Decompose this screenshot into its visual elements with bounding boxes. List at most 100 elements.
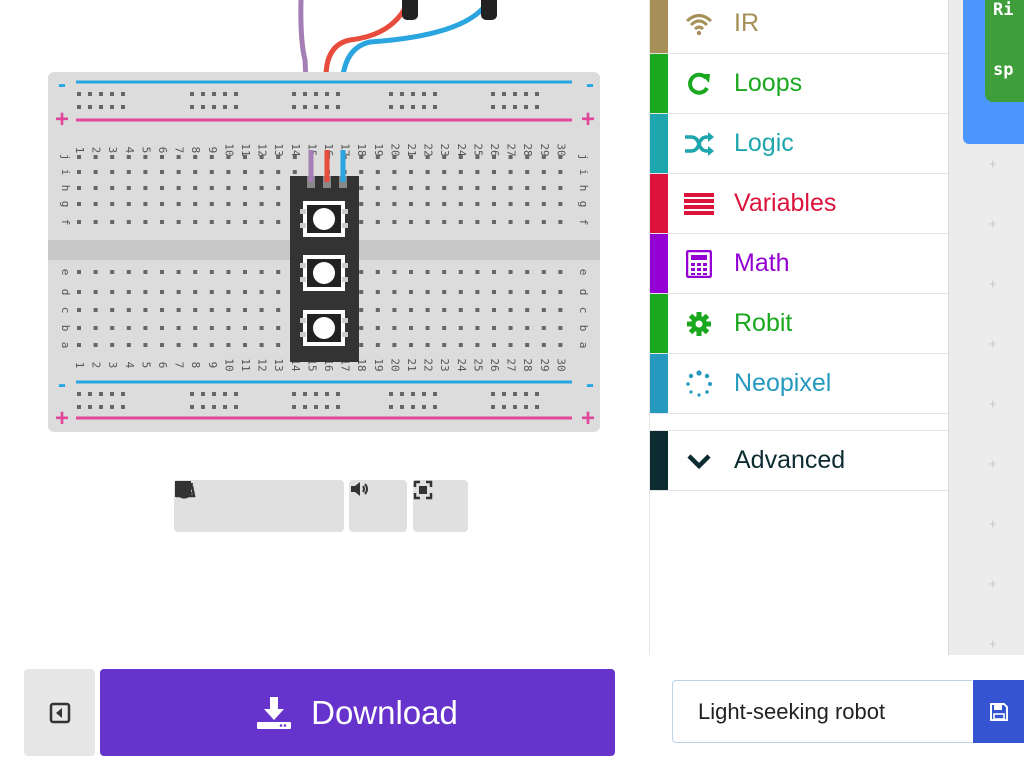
breadboard-hole bbox=[442, 290, 447, 294]
column-number-label: 9 bbox=[206, 147, 219, 154]
column-number-label: 19 bbox=[372, 358, 385, 371]
breadboard-hole bbox=[143, 343, 148, 347]
rail-hole bbox=[502, 405, 506, 409]
rail-hole bbox=[190, 392, 194, 396]
code-block-inner[interactable]: Ri sp bbox=[985, 0, 1024, 102]
rail-hole bbox=[121, 405, 125, 409]
breadboard-hole bbox=[442, 220, 447, 224]
slow-motion-icon[interactable] bbox=[175, 482, 336, 526]
shuffle-icon bbox=[682, 129, 716, 159]
rail-hole bbox=[110, 405, 114, 409]
category-robit[interactable]: Robit bbox=[650, 294, 949, 354]
block-toolbox: IR Loops Logic Variables Math Robit bbox=[649, 0, 949, 655]
row-letter-label: i bbox=[59, 169, 72, 176]
wire-connector bbox=[402, 0, 418, 20]
rail-hole bbox=[524, 92, 528, 96]
chevron-down-icon bbox=[682, 446, 716, 476]
category-label: IR bbox=[734, 9, 759, 37]
breadboard-hole bbox=[160, 202, 164, 206]
breadboard-hole bbox=[375, 308, 380, 312]
breadboard-hole bbox=[359, 270, 364, 274]
rail-hole bbox=[502, 392, 506, 396]
breadboard-hole bbox=[276, 202, 281, 206]
breadboard-hole bbox=[458, 326, 463, 330]
simulator-controls-group bbox=[174, 480, 344, 532]
restart-icon[interactable] bbox=[175, 481, 279, 526]
breadboard-hole bbox=[425, 170, 430, 174]
category-advanced[interactable]: Advanced bbox=[650, 430, 949, 491]
breadboard-hole bbox=[93, 170, 98, 174]
breadboard-hole bbox=[375, 155, 380, 159]
column-number-label: 23 bbox=[438, 358, 451, 371]
column-number-label: 29 bbox=[538, 358, 551, 371]
breadboard-hole bbox=[243, 270, 247, 274]
category-color-bar bbox=[650, 174, 668, 233]
project-name-input[interactable] bbox=[672, 680, 972, 743]
breadboard-hole bbox=[126, 170, 131, 174]
breadboard-hole bbox=[558, 202, 563, 206]
column-number-label: 24 bbox=[455, 358, 468, 372]
breadboard-hole bbox=[392, 202, 397, 206]
breadboard-hole bbox=[209, 270, 214, 274]
breadboard-hole bbox=[541, 170, 546, 174]
row-letter-label: d bbox=[59, 289, 72, 296]
fullscreen-icon[interactable] bbox=[413, 480, 461, 526]
breadboard-hole bbox=[558, 308, 563, 312]
breadboard-hole bbox=[193, 170, 198, 174]
breadboard-hole bbox=[541, 326, 546, 330]
breadboard-hole bbox=[93, 270, 98, 274]
breadboard-hole bbox=[176, 290, 181, 294]
toggle-simulator-button[interactable] bbox=[24, 669, 95, 756]
breadboard-hole bbox=[541, 220, 546, 224]
breadboard-hole bbox=[508, 186, 513, 190]
breadboard-hole bbox=[259, 308, 264, 312]
column-number-label: 22 bbox=[422, 143, 435, 156]
rail-hole bbox=[212, 405, 216, 409]
grid-plus: + bbox=[989, 216, 997, 231]
rail-hole bbox=[411, 92, 415, 96]
mute-icon[interactable] bbox=[351, 482, 398, 526]
category-color-bar bbox=[650, 354, 668, 413]
breadboard-hole bbox=[259, 202, 264, 206]
download-button[interactable]: Download bbox=[100, 669, 615, 756]
breadboard-hole bbox=[409, 343, 413, 347]
breadboard-hole bbox=[259, 290, 264, 294]
category-neopixel[interactable]: Neopixel bbox=[650, 354, 949, 414]
collapse-icon bbox=[49, 702, 70, 723]
rail-hole bbox=[433, 92, 437, 96]
category-variables[interactable]: Variables bbox=[650, 174, 949, 234]
rail-hole bbox=[513, 92, 517, 96]
category-logic[interactable]: Logic bbox=[650, 114, 949, 174]
blocks-workspace[interactable]: Ri sp + + + + + + + + + bbox=[948, 0, 1024, 655]
breadboard-hole bbox=[226, 202, 231, 206]
category-loops[interactable]: Loops bbox=[650, 54, 949, 114]
breadboard-hole bbox=[359, 343, 364, 347]
code-block-container[interactable]: Ri sp bbox=[963, 0, 1024, 144]
breadboard-hole bbox=[475, 290, 480, 294]
rail-hole bbox=[502, 92, 506, 96]
rail-hole bbox=[325, 405, 329, 409]
breadboard-hole bbox=[458, 220, 463, 224]
category-ir[interactable]: IR bbox=[650, 0, 949, 54]
led-pixel-pad bbox=[300, 209, 306, 214]
breadboard-hole bbox=[392, 220, 397, 224]
breadboard-hole bbox=[110, 202, 115, 206]
breadboard-hole bbox=[110, 170, 115, 174]
breadboard-hole bbox=[359, 308, 364, 312]
rail-sign-label: - bbox=[58, 71, 66, 98]
breadboard-hole bbox=[259, 326, 264, 330]
breadboard-hole bbox=[458, 290, 463, 294]
rail-hole bbox=[524, 392, 528, 396]
breadboard-hole bbox=[209, 155, 214, 159]
breadboard-hole bbox=[392, 343, 397, 347]
breadboard-hole bbox=[525, 170, 530, 174]
category-math[interactable]: Math bbox=[650, 234, 949, 294]
save-button[interactable] bbox=[973, 680, 1024, 743]
rail-hole bbox=[292, 392, 296, 396]
rail-hole bbox=[99, 405, 103, 409]
breadboard-hole bbox=[475, 326, 480, 330]
rail-hole bbox=[212, 392, 216, 396]
column-number-label: 4 bbox=[123, 147, 136, 154]
rail-hole bbox=[77, 392, 81, 396]
row-letter-label: b bbox=[577, 325, 590, 332]
